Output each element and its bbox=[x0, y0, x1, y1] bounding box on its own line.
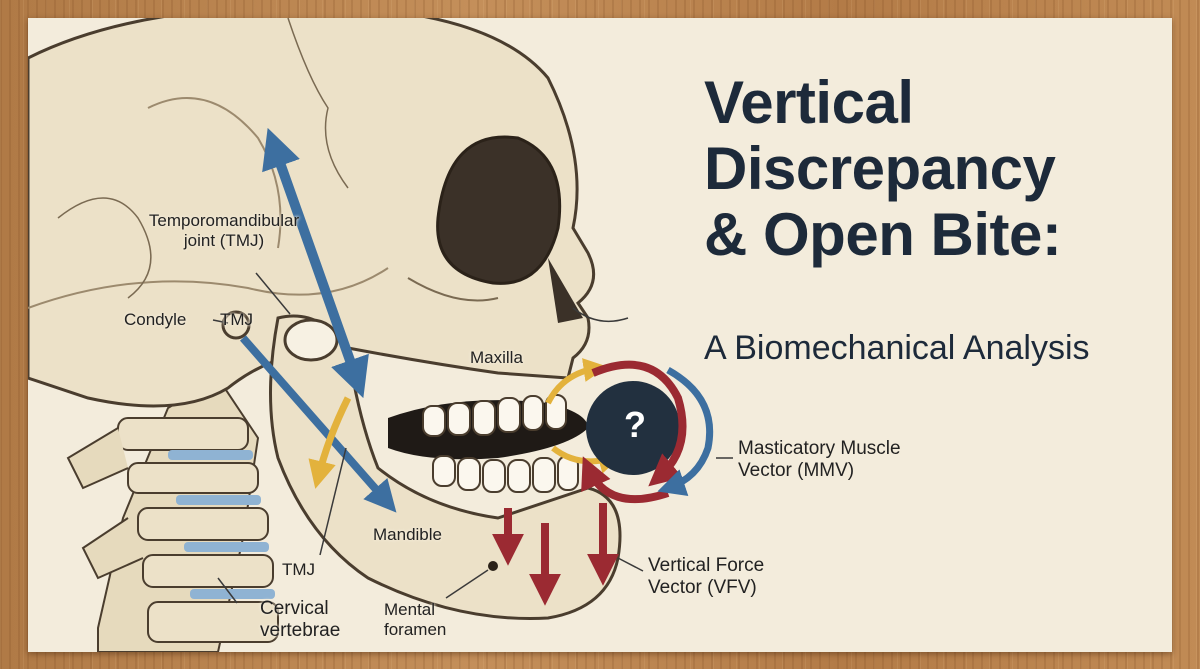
mental-foramen-line2: foramen bbox=[384, 620, 447, 639]
mental-foramen-line1: Mental bbox=[384, 600, 436, 619]
nasal-cavity bbox=[548, 258, 583, 323]
title-line2: Discrepancy bbox=[704, 135, 1056, 202]
leader-lines bbox=[212, 272, 733, 604]
condyle-head bbox=[221, 310, 251, 340]
mmv-label: Masticatory Muscle Vector (MMV) bbox=[738, 438, 901, 482]
mmv-label-line2: Vector (MMV) bbox=[738, 460, 855, 481]
maxilla-label: Maxilla bbox=[470, 348, 523, 367]
vfv-label: Vertical Force Vector (VFV) bbox=[648, 555, 764, 599]
tmj-lower-label: TMJ bbox=[282, 560, 316, 579]
title-line1: Vertical bbox=[704, 69, 914, 136]
double-headed-arrow-icon bbox=[262, 127, 369, 399]
tmj-upper-label: TMJ bbox=[220, 310, 254, 329]
tmj-arrow-icon bbox=[239, 335, 397, 513]
upper-teeth bbox=[422, 394, 567, 437]
mental-foramen-label: Mental foramen bbox=[384, 600, 446, 640]
title-line3: & Open Bite: bbox=[704, 201, 1062, 268]
page-subtitle: A Biomechanical Analysis bbox=[704, 329, 1090, 367]
mmv-label-line1: Masticatory Muscle bbox=[738, 438, 901, 459]
down-arrow-icon bbox=[492, 503, 619, 606]
condyle-label: Condyle bbox=[124, 310, 187, 329]
vertebrae-illustration bbox=[66, 376, 279, 652]
question-mark: ? bbox=[624, 404, 646, 445]
vfv-label-line1: Vertical Force bbox=[648, 555, 765, 576]
poster-board: Temporomandibular joint (TMJ) Condyle TM… bbox=[28, 18, 1172, 652]
cervical-label: Cervical vertebrae bbox=[260, 598, 340, 642]
cervical-label-line1: Cervical bbox=[260, 598, 329, 619]
mental-foramen-dot bbox=[488, 561, 498, 571]
tmj-joint-label-line1: Temporomandibular bbox=[148, 211, 300, 230]
tmj-joint-label-line2: joint (TMJ) bbox=[183, 231, 265, 250]
eye-socket bbox=[436, 135, 562, 285]
vfv-label-line2: Vector (VFV) bbox=[648, 577, 757, 598]
circular-arrows-icon bbox=[581, 360, 714, 504]
yellow-arc-upper-icon bbox=[545, 358, 608, 405]
tmj-joint-label: Temporomandibular joint (TMJ) bbox=[134, 211, 314, 251]
page-title: Vertical Discrepancy & Open Bite: bbox=[704, 70, 1172, 268]
lower-teeth bbox=[432, 455, 579, 493]
cervical-label-line2: vertebrae bbox=[260, 620, 341, 641]
skull-illustration bbox=[28, 18, 733, 652]
mandible-label: Mandible bbox=[373, 525, 442, 544]
yellow-arc-icon bbox=[308, 396, 352, 489]
